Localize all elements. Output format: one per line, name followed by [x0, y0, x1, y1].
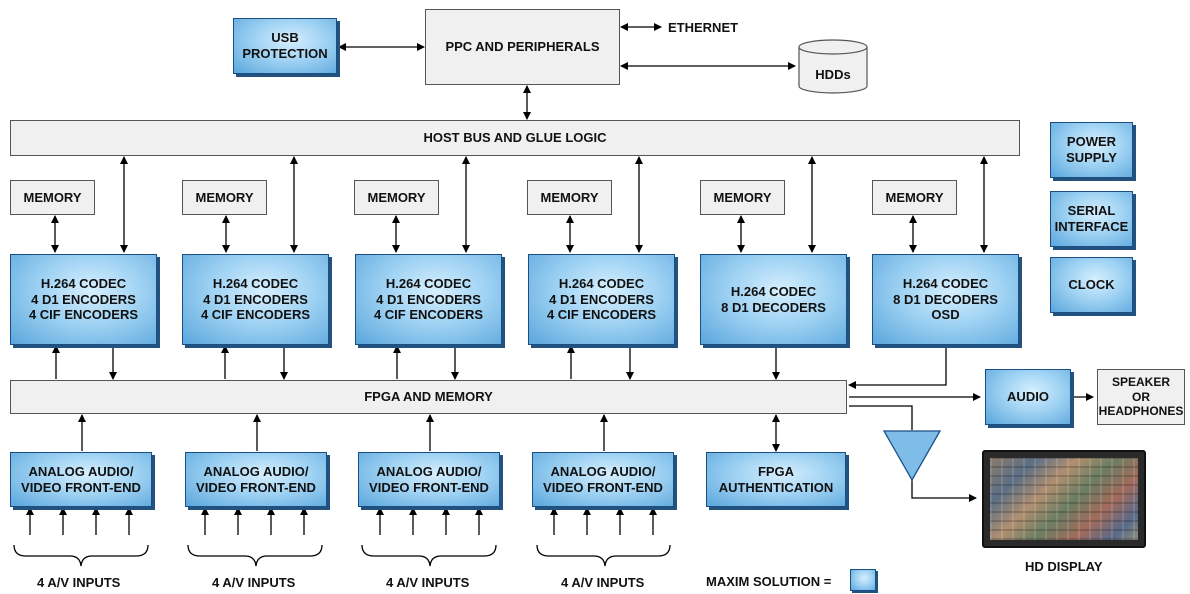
power-supply-label: POWER SUPPLY — [1066, 134, 1117, 165]
codec-label: H.264 CODEC 4 D1 ENCODERS 4 CIF ENCODERS — [546, 276, 657, 323]
audio-block: AUDIO — [985, 369, 1071, 425]
fpga-authentication-label: FPGA AUTHENTICATION — [718, 463, 834, 495]
fpga-memory-block: FPGA AND MEMORY — [10, 380, 847, 414]
codec-label: H.264 CODEC 4 D1 ENCODERS 4 CIF ENCODERS — [200, 276, 311, 323]
memory-block: MEMORY — [527, 180, 612, 215]
legend-label: MAXIM SOLUTION = — [706, 574, 832, 589]
fpga-memory-label: FPGA AND MEMORY — [364, 389, 493, 405]
hd-display-label: HD DISPLAY — [1025, 559, 1103, 574]
ethernet-label: ETHERNET — [668, 20, 739, 35]
codec-block: H.264 CODEC 4 D1 ENCODERS 4 CIF ENCODERS — [528, 254, 675, 345]
usb-protection-block: USB PROTECTION — [233, 18, 337, 74]
ppc-peripherals-label: PPC AND PERIPHERALS — [445, 39, 600, 55]
frontend-label: ANALOG AUDIO/ VIDEO FRONT-END — [21, 463, 141, 495]
hdds-label: HDDs — [815, 67, 851, 82]
fpga-authentication-block: FPGA AUTHENTICATION — [706, 452, 846, 507]
memory-block: MEMORY — [354, 180, 439, 215]
ppc-peripherals-block: PPC AND PERIPHERALS — [425, 9, 620, 85]
clock-label: CLOCK — [1068, 277, 1115, 293]
av-inputs-label: 4 A/V INPUTS — [561, 575, 645, 590]
memory-block: MEMORY — [700, 180, 785, 215]
codec-block: H.264 CODEC 8 D1 DECODERS — [700, 254, 847, 345]
frontend-block: ANALOG AUDIO/ VIDEO FRONT-END — [358, 452, 500, 507]
memory-block: MEMORY — [10, 180, 95, 215]
serial-interface-block: SERIAL INTERFACE — [1050, 191, 1133, 247]
av-inputs-label: 4 A/V INPUTS — [212, 575, 296, 590]
hdd-cylinder-icon — [798, 39, 868, 94]
av-inputs-label: 4 A/V INPUTS — [386, 575, 470, 590]
frontend-block: ANALOG AUDIO/ VIDEO FRONT-END — [532, 452, 674, 507]
hd-display-monitor — [982, 450, 1146, 548]
memory-label: MEMORY — [885, 189, 944, 205]
codec-block: H.264 CODEC 4 D1 ENCODERS 4 CIF ENCODERS — [10, 254, 157, 345]
memory-label: MEMORY — [195, 189, 254, 205]
usb-protection-label: USB PROTECTION — [242, 30, 328, 61]
av-inputs-label: 4 A/V INPUTS — [37, 575, 121, 590]
codec-label: H.264 CODEC 8 D1 DECODERS — [721, 283, 826, 315]
memory-label: MEMORY — [367, 189, 426, 205]
codec-block: H.264 CODEC 8 D1 DECODERS OSD — [872, 254, 1019, 345]
codec-label: H.264 CODEC 8 D1 DECODERS OSD — [893, 276, 998, 323]
frontend-label: ANALOG AUDIO/ VIDEO FRONT-END — [369, 463, 489, 495]
hd-display-screen — [990, 458, 1138, 540]
memory-block: MEMORY — [182, 180, 267, 215]
power-supply-block: POWER SUPPLY — [1050, 122, 1133, 178]
serial-interface-label: SERIAL INTERFACE — [1054, 203, 1129, 234]
frontend-label: ANALOG AUDIO/ VIDEO FRONT-END — [196, 463, 316, 495]
speaker-label: SPEAKER OR HEADPHONES — [1098, 375, 1184, 419]
amplifier-icon — [882, 430, 942, 482]
frontend-block: ANALOG AUDIO/ VIDEO FRONT-END — [185, 452, 327, 507]
codec-label: H.264 CODEC 4 D1 ENCODERS 4 CIF ENCODERS — [373, 276, 484, 323]
host-bus-label: HOST BUS AND GLUE LOGIC — [423, 130, 607, 146]
codec-block: H.264 CODEC 4 D1 ENCODERS 4 CIF ENCODERS — [355, 254, 502, 345]
host-bus-block: HOST BUS AND GLUE LOGIC — [10, 120, 1020, 156]
memory-label: MEMORY — [540, 189, 599, 205]
frontend-label: ANALOG AUDIO/ VIDEO FRONT-END — [543, 463, 663, 495]
memory-label: MEMORY — [23, 189, 82, 205]
clock-block: CLOCK — [1050, 257, 1133, 313]
codec-block: H.264 CODEC 4 D1 ENCODERS 4 CIF ENCODERS — [182, 254, 329, 345]
audio-label: AUDIO — [1007, 389, 1049, 405]
memory-label: MEMORY — [713, 189, 772, 205]
speaker-block: SPEAKER OR HEADPHONES — [1097, 369, 1185, 425]
maxim-solution-swatch — [850, 569, 876, 591]
codec-label: H.264 CODEC 4 D1 ENCODERS 4 CIF ENCODERS — [28, 276, 139, 323]
frontend-block: ANALOG AUDIO/ VIDEO FRONT-END — [10, 452, 152, 507]
memory-block: MEMORY — [872, 180, 957, 215]
